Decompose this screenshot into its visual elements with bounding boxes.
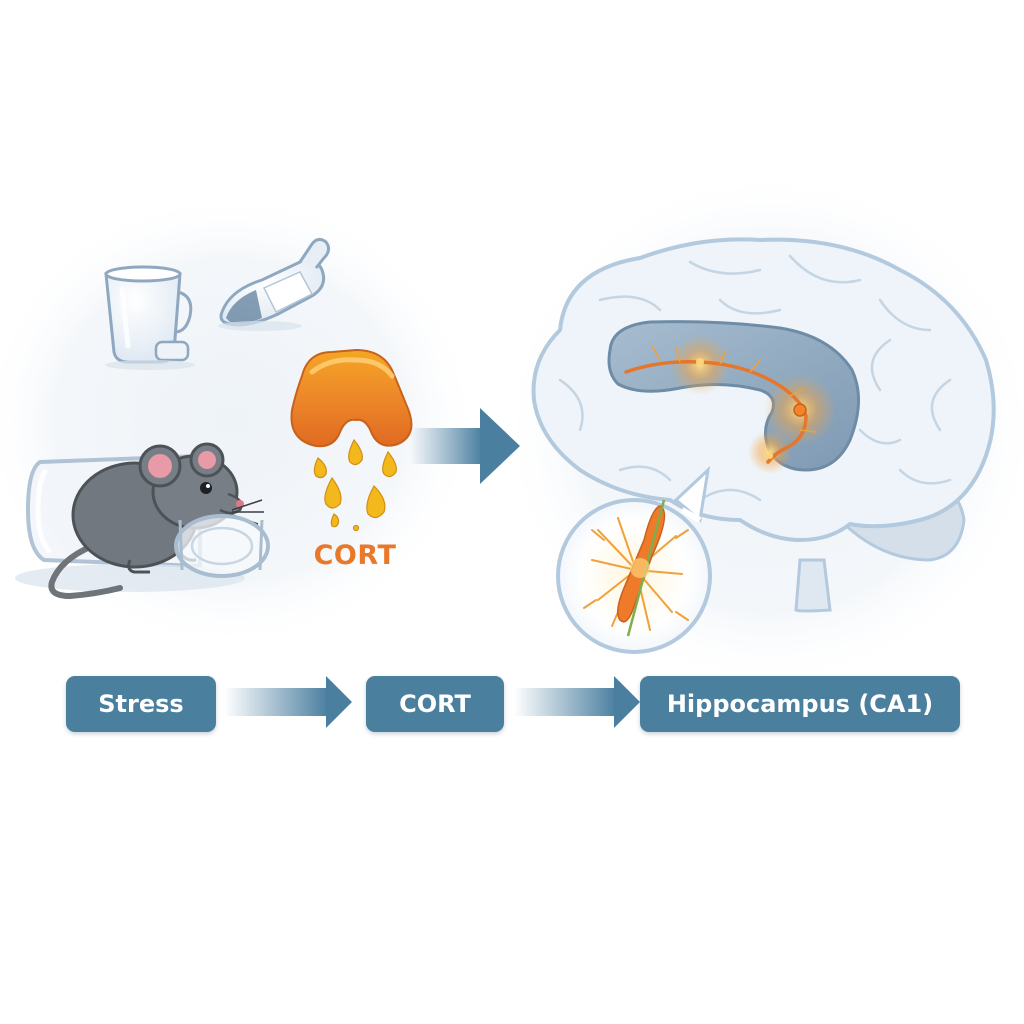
hippocampus-icon: [607, 320, 861, 474]
flow-step-cort: CORT: [366, 676, 504, 732]
cort-gland-icon: [290, 348, 413, 448]
cort-droplets-icon: [313, 438, 397, 532]
flow-arrow-stress-to-cort-icon: [224, 676, 352, 728]
flow-arrow-cort-to-hippocampus-icon: [514, 676, 640, 728]
mouse-icon: [48, 442, 264, 600]
flow-step-hippocampus: Hippocampus (CA1): [640, 676, 960, 732]
water-cup-icon: [104, 265, 195, 370]
bottle-icon: [218, 237, 331, 331]
flow-step-stress: Stress: [66, 676, 216, 732]
cort-illustration-label: CORT: [313, 540, 397, 571]
restraint-tube-ring-icon: [174, 514, 270, 578]
cort-to-brain-arrow-icon: [410, 408, 520, 484]
neuron-icon: [583, 499, 689, 637]
